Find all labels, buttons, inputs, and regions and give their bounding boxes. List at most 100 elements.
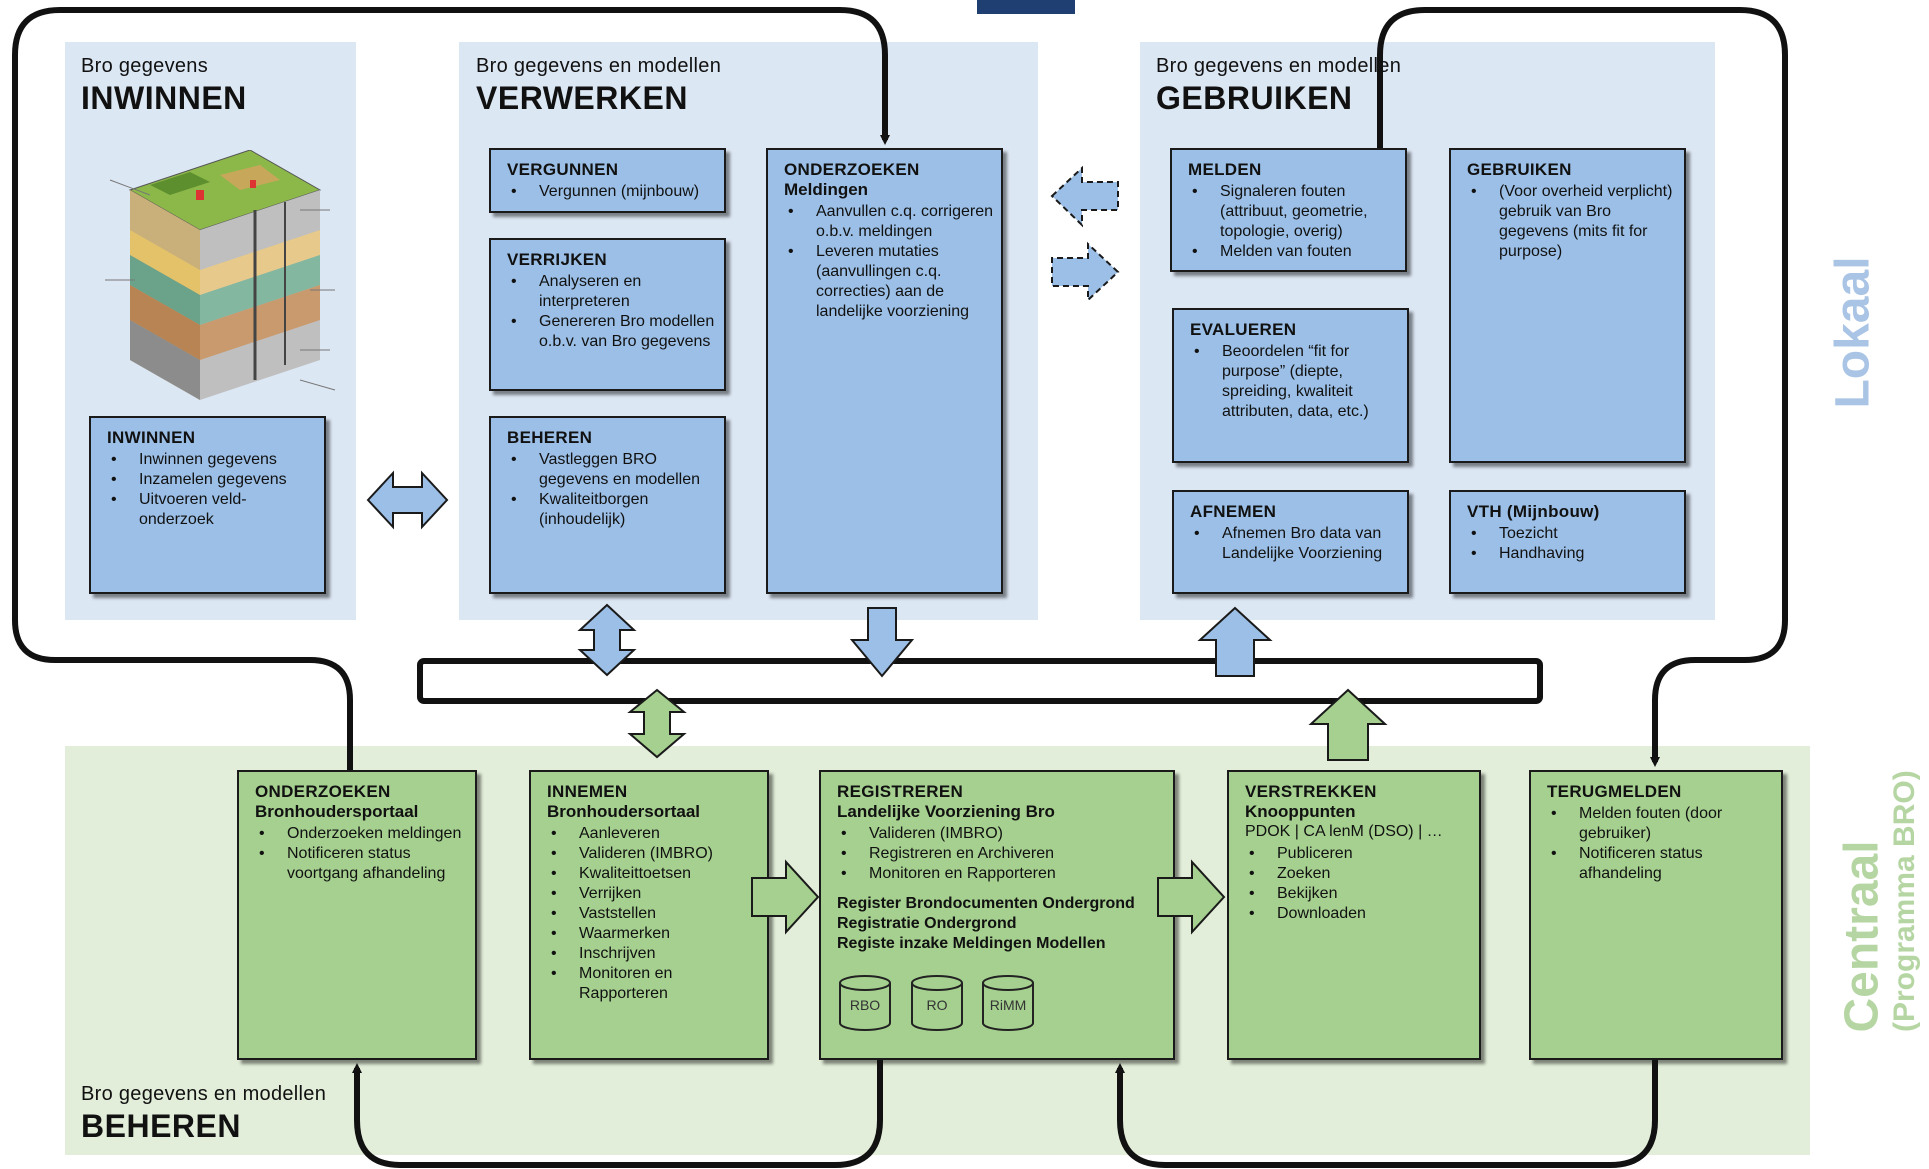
database-icon: RiMM xyxy=(981,975,1035,1031)
onderzoeken-meldingen-box: ONDERZOEKEN Meldingen Aanvullen c.q. cor… xyxy=(766,148,1003,594)
list-item: (Voor overheid verplicht) gebruik van Br… xyxy=(1471,182,1676,262)
register-line: Registratie Ondergrond xyxy=(837,915,1017,932)
evalueren-box-title: EVALUEREN xyxy=(1190,320,1297,339)
afnemen-box: AFNEMEN Afnemen Bro data van Landelijke … xyxy=(1172,490,1409,594)
list-item: Bekijken xyxy=(1249,884,1471,904)
innemen-box-title: INNEMEN xyxy=(547,782,628,801)
melden-box-title: MELDEN xyxy=(1188,160,1262,179)
register-line: Registe inzake Meldingen Modellen xyxy=(837,935,1106,952)
database-label: RBO xyxy=(849,997,881,1013)
database-label: RiMM xyxy=(989,997,1027,1013)
innemen-box-subtitle: Bronhoudersortaal xyxy=(547,802,701,821)
programma-bro-label: (Programma BRO) xyxy=(1888,770,1921,1032)
dashed-arrow-left xyxy=(1050,165,1119,228)
double-arrow-horizontal xyxy=(366,470,449,530)
melden-box: MELDEN Signaleren fouten (attribuut, geo… xyxy=(1170,148,1407,272)
register-line: Register Brondocumenten Ondergrond xyxy=(837,895,1135,912)
list-item: Aanleveren xyxy=(551,824,759,844)
centraal-label: Centraal xyxy=(1835,840,1889,1033)
gebruiken-box-list: (Voor overheid verplicht) gebruik van Br… xyxy=(1467,182,1676,262)
onderzoeken-bronhouders-box: ONDERZOEKEN Bronhoudersportaal Onderzoek… xyxy=(237,770,477,1060)
onderzoeken-meldingen-box-list: Aanvullen c.q. corrigeren o.b.v. melding… xyxy=(784,202,993,322)
database-label: RO xyxy=(926,997,948,1013)
list-item: Handhaving xyxy=(1471,544,1676,564)
exchange-bar xyxy=(417,658,1543,704)
list-item: Registreren en Archiveren xyxy=(841,844,1165,864)
list-item: Melden van fouten xyxy=(1192,242,1397,262)
innemen-box-list: Aanleveren Valideren (IMBRO) Kwaliteitto… xyxy=(547,824,759,1004)
list-item: Vergunnen (mijnbouw) xyxy=(511,182,716,202)
gebruiken-box-title: GEBRUIKEN xyxy=(1467,160,1572,179)
top-marker xyxy=(977,0,1075,14)
list-item: Signaleren fouten (attribuut, geometrie,… xyxy=(1192,182,1397,242)
verrijken-box-list: Analyseren en interpreteren Genereren Br… xyxy=(507,272,716,352)
database-icon: RBO xyxy=(838,975,892,1031)
list-item: Genereren Bro modellen o.b.v. van Bro ge… xyxy=(511,312,716,352)
vergunnen-box-title: VERGUNNEN xyxy=(507,160,619,179)
registreren-box-title: REGISTREREN xyxy=(837,782,964,801)
list-item: Valideren (IMBRO) xyxy=(841,824,1165,844)
onderzoeken-bronhouders-box-list: Onderzoeken meldingen Notificeren status… xyxy=(255,824,467,884)
zone-gebruiken-title: GEBRUIKEN xyxy=(1156,80,1353,116)
list-item: Vaststellen xyxy=(551,904,759,924)
zone-beheren-title: BEHEREN xyxy=(81,1108,241,1144)
list-item: Kwaliteittoetsen xyxy=(551,864,759,884)
list-item: Verrijken xyxy=(551,884,759,904)
zone-inwinnen-title: INWINNEN xyxy=(81,80,247,116)
vth-box-title: VTH (Mijnbouw) xyxy=(1467,502,1600,521)
registreren-registers: Register Brondocumenten Ondergrond Regis… xyxy=(837,894,1165,954)
lokaal-label: Lokaal xyxy=(1826,256,1880,409)
list-item: Kwaliteitborgen (inhoudelijk) xyxy=(511,490,716,530)
beheren-local-box-list: Vastleggen BRO gegevens en modellen Kwal… xyxy=(507,450,716,530)
list-item: Monitoren en Rapporteren xyxy=(551,964,759,1004)
afnemen-box-title: AFNEMEN xyxy=(1190,502,1277,521)
vth-box: VTH (Mijnbouw) Toezicht Handhaving xyxy=(1449,490,1686,594)
beheren-local-box: BEHEREN Vastleggen BRO gegevens en model… xyxy=(489,416,726,594)
melden-box-list: Signaleren fouten (attribuut, geometrie,… xyxy=(1188,182,1397,262)
list-item: Inzamelen gegevens xyxy=(111,470,316,490)
verstrekken-box-list: Publiceren Zoeken Bekijken Downloaden xyxy=(1245,844,1471,924)
list-item: Publiceren xyxy=(1249,844,1471,864)
beheren-local-box-title: BEHEREN xyxy=(507,428,593,447)
verstrekken-box-title: VERSTREKKEN xyxy=(1245,782,1377,801)
vergunnen-box-list: Vergunnen (mijnbouw) xyxy=(507,182,716,202)
verstrekken-box-plain: PDOK | CA lenM (DSO) | … xyxy=(1245,823,1443,840)
verrijken-box-title: VERRIJKEN xyxy=(507,250,608,269)
list-item: Toezicht xyxy=(1471,524,1676,544)
vergunnen-box: VERGUNNEN Vergunnen (mijnbouw) xyxy=(489,148,726,213)
list-item: Notificeren status voortgang afhandeling xyxy=(259,844,467,884)
database-icon: RO xyxy=(910,975,964,1031)
list-item: Monitoren en Rapporteren xyxy=(841,864,1165,884)
onderzoeken-bronhouders-box-subtitle: Bronhoudersportaal xyxy=(255,802,419,821)
list-item: Valideren (IMBRO) xyxy=(551,844,759,864)
terugmelden-box: TERUGMELDEN Melden fouten (door gebruike… xyxy=(1529,770,1783,1060)
list-item: Analyseren en interpreteren xyxy=(511,272,716,312)
onderzoeken-meldingen-box-subtitle: Meldingen xyxy=(784,180,869,199)
zone-inwinnen-sub: Bro gegevens xyxy=(81,55,209,77)
list-item: Beoordelen “fit for purpose” (diepte, sp… xyxy=(1194,342,1399,422)
list-item: Inschrijven xyxy=(551,944,759,964)
list-item: Leveren mutaties (aanvullingen c.q. corr… xyxy=(788,242,993,322)
dashed-arrow-right xyxy=(1051,241,1120,303)
list-item: Onderzoeken meldingen xyxy=(259,824,467,844)
onderzoeken-meldingen-box-title: ONDERZOEKEN xyxy=(784,160,920,179)
list-item: Uitvoeren veld-onderzoek xyxy=(111,490,316,530)
verstrekken-box: VERSTREKKEN Knooppunten PDOK | CA lenM (… xyxy=(1227,770,1481,1060)
list-item: Melden fouten (door gebruiker) xyxy=(1551,804,1773,844)
zone-verwerken-sub: Bro gegevens en modellen xyxy=(476,55,722,77)
onderzoeken-bronhouders-box-title: ONDERZOEKEN xyxy=(255,782,391,801)
evalueren-box-list: Beoordelen “fit for purpose” (diepte, sp… xyxy=(1190,342,1399,422)
inwinnen-box-list: Inwinnen gegevens Inzamelen gegevens Uit… xyxy=(107,450,316,530)
zone-verwerken-title: VERWERKEN xyxy=(476,80,688,116)
gebruiken-box: GEBRUIKEN (Voor overheid verplicht) gebr… xyxy=(1449,148,1686,463)
list-item: Vastleggen BRO gegevens en modellen xyxy=(511,450,716,490)
inwinnen-box: INWINNEN Inwinnen gegevens Inzamelen geg… xyxy=(89,416,326,594)
terugmelden-box-title: TERUGMELDEN xyxy=(1547,782,1682,801)
zone-beheren-sub: Bro gegevens en modellen xyxy=(81,1083,327,1105)
list-item: Zoeken xyxy=(1249,864,1471,884)
list-item: Aanvullen c.q. corrigeren o.b.v. melding… xyxy=(788,202,993,242)
list-item: Afnemen Bro data van Landelijke Voorzien… xyxy=(1194,524,1399,564)
verstrekken-box-subtitle: Knooppunten xyxy=(1245,802,1356,821)
list-item: Downloaden xyxy=(1249,904,1471,924)
innemen-box: INNEMEN Bronhoudersortaal Aanleveren Val… xyxy=(529,770,769,1060)
